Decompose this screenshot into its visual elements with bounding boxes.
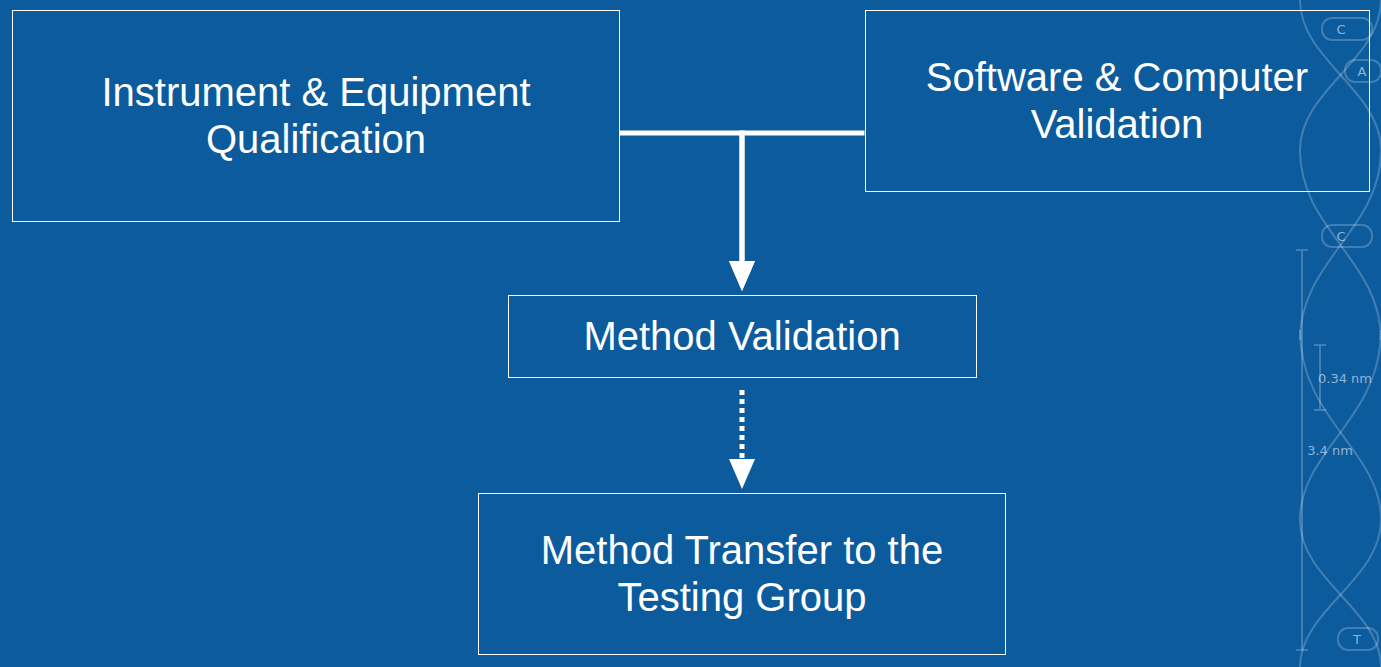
box-text: Method Validation	[583, 313, 900, 360]
process-box: Software & Computer Validation	[865, 10, 1370, 192]
flow-arrow	[729, 133, 865, 291]
process-box: Instrument & Equipment Qualification	[12, 10, 620, 222]
flow-arrow	[729, 390, 755, 489]
process-box: Method Transfer to the Testing Group	[478, 493, 1006, 655]
dna-label: 0.34 nm	[1318, 371, 1372, 386]
dna-label: A	[1358, 64, 1367, 79]
dna-label: 3.4 nm	[1307, 443, 1353, 458]
flow-arrow	[620, 133, 755, 291]
dna-label: C	[1336, 22, 1345, 37]
process-box: Method Validation	[508, 295, 977, 378]
box-text: Software & Computer Validation	[880, 54, 1355, 148]
box-text: Instrument & Equipment Qualification	[27, 69, 605, 163]
dna-label: T	[1353, 632, 1361, 647]
box-text: Method Transfer to the Testing Group	[493, 527, 991, 621]
dna-label: C	[1336, 229, 1345, 244]
